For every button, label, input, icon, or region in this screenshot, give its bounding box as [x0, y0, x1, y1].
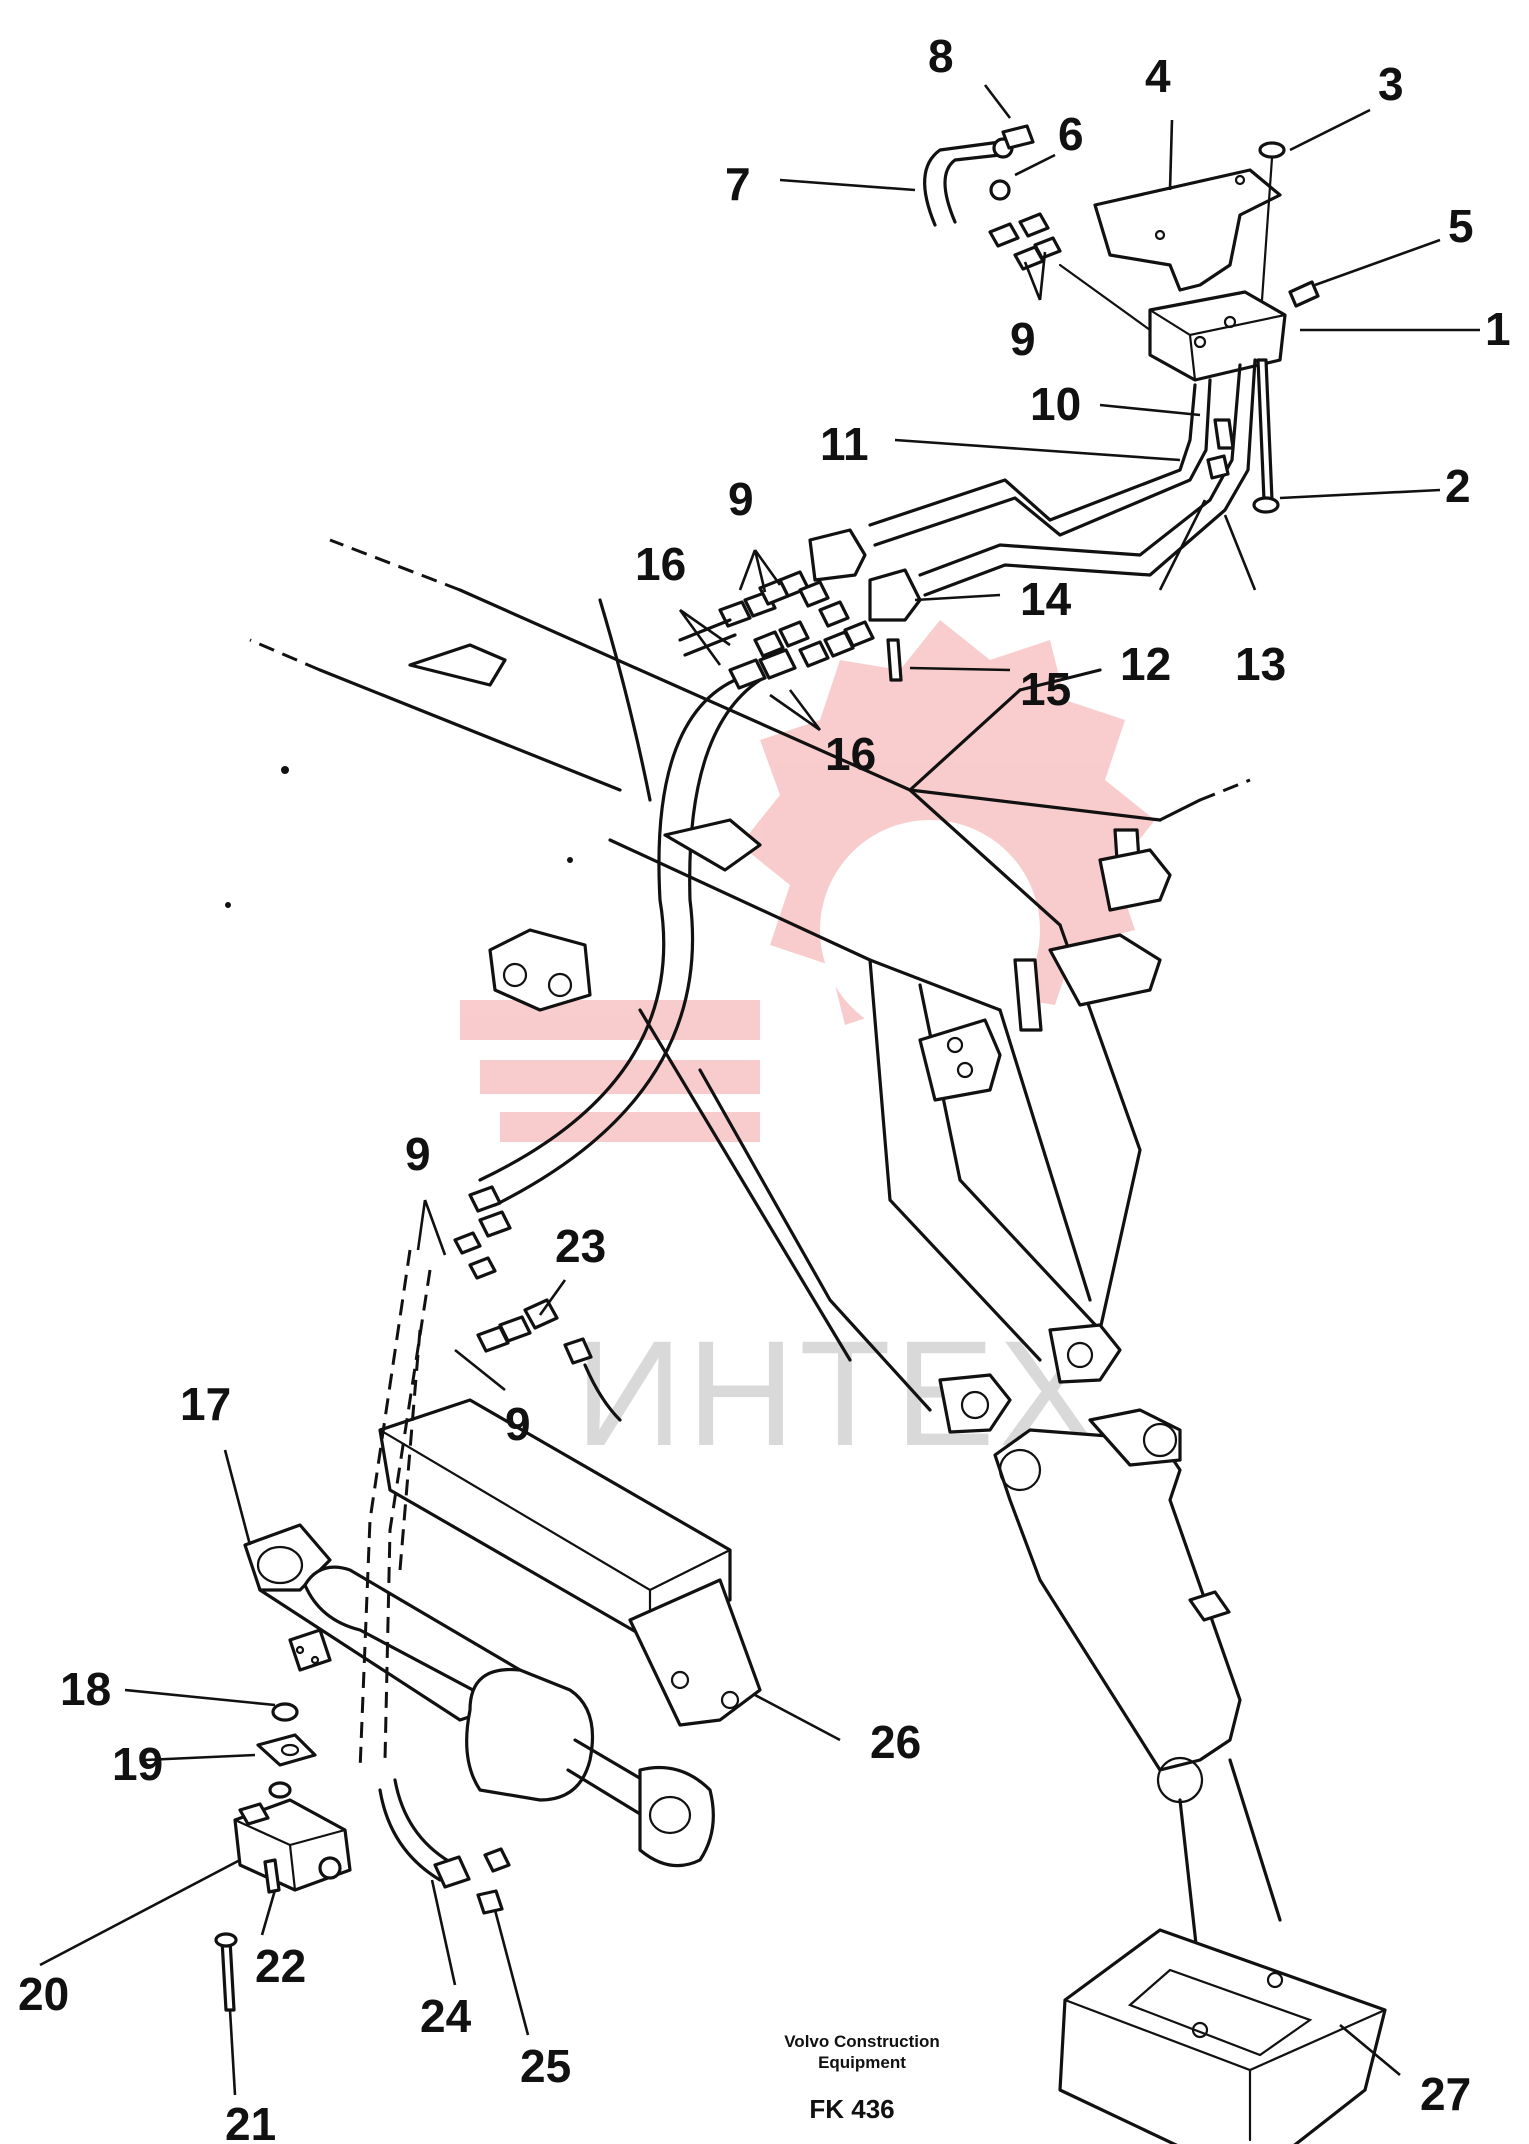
callout-16-lower: 16 — [825, 728, 876, 780]
clamp-14b — [868, 568, 922, 622]
callout-14: 14 — [1020, 573, 1072, 625]
callout-11: 11 — [820, 418, 869, 470]
callout-9-bottom: 9 — [505, 1398, 531, 1450]
callout-22: 22 — [255, 1940, 306, 1992]
callout-9-lower: 9 — [405, 1128, 431, 1180]
hydraulic-cylinder-17 — [243, 1398, 762, 1868]
callout-12: 12 — [1120, 638, 1171, 690]
callout-13: 13 — [1235, 638, 1286, 690]
callout-8: 8 — [928, 30, 954, 82]
callout-20: 20 — [18, 1968, 69, 2020]
callout-25: 25 — [520, 2040, 571, 2092]
watermark-gear-logo — [460, 620, 1155, 1142]
callout-23: 23 — [555, 1220, 606, 1272]
figure-code: FK 436 — [809, 2094, 894, 2124]
callout-1: 1 — [1485, 303, 1511, 355]
callout-9-mid: 9 — [728, 473, 754, 525]
callout-3: 3 — [1378, 58, 1404, 110]
fittings-cluster-top — [678, 570, 875, 690]
callout-24: 24 — [420, 1990, 472, 2042]
callout-21: 21 — [225, 2098, 276, 2144]
caption-block: Volvo Construction Equipment FK 436 — [784, 2032, 940, 2124]
callout-2: 2 — [1445, 460, 1471, 512]
callout-27: 27 — [1420, 2068, 1471, 2120]
link-arm — [993, 1408, 1282, 1982]
callout-10: 10 — [1030, 378, 1081, 430]
bracket-4 — [1093, 168, 1282, 292]
callout-5: 5 — [1448, 200, 1474, 252]
callout-26: 26 — [870, 1716, 921, 1768]
callout-15: 15 — [1020, 663, 1071, 715]
callout-9-top: 9 — [1010, 313, 1036, 365]
tray-27 — [1058, 1928, 1387, 2144]
guard-26 — [628, 1578, 762, 1727]
callout-19: 19 — [112, 1738, 163, 1790]
callout-4: 4 — [1145, 50, 1171, 102]
callout-labels: 1 2 3 4 5 6 7 8 9 9 9 9 10 11 12 13 14 1… — [18, 30, 1511, 2144]
callout-18: 18 — [60, 1663, 111, 1715]
callout-17: 17 — [180, 1378, 231, 1430]
clamp-14a — [808, 528, 867, 582]
diagram-linework — [214, 124, 1387, 2144]
caption-line2: Equipment — [818, 2053, 906, 2072]
callout-7: 7 — [725, 158, 751, 210]
callout-16-upper: 16 — [635, 538, 686, 590]
valve-block-1 — [1148, 290, 1287, 382]
caption-line1: Volvo Construction — [784, 2032, 940, 2051]
callout-6: 6 — [1058, 108, 1084, 160]
leader-lines — [39, 84, 1480, 2096]
boom-structure — [249, 538, 1251, 1434]
small-valve-assembly — [214, 1702, 352, 2012]
